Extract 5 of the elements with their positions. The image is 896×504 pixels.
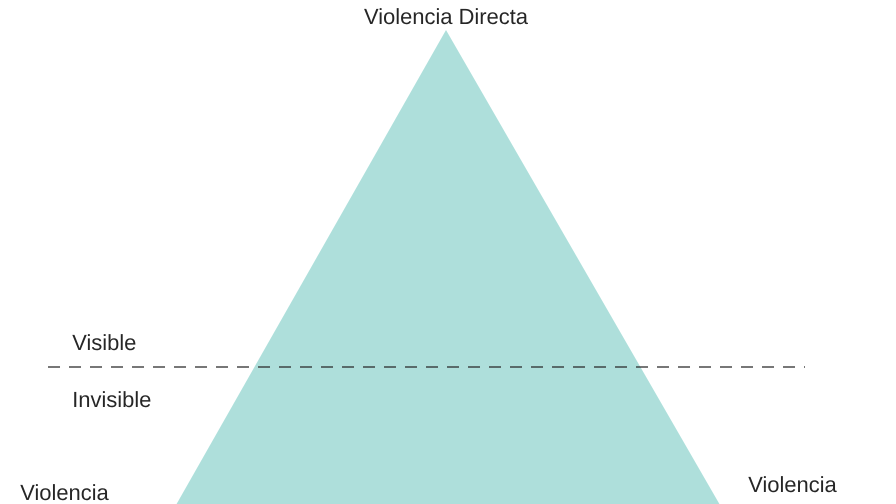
label: Visible: [72, 334, 136, 350]
label: Violencia: [20, 484, 109, 500]
label: Violencia Directa: [364, 8, 528, 24]
label: Invisible: [74, 391, 150, 408]
label: Violencia: [748, 476, 837, 492]
